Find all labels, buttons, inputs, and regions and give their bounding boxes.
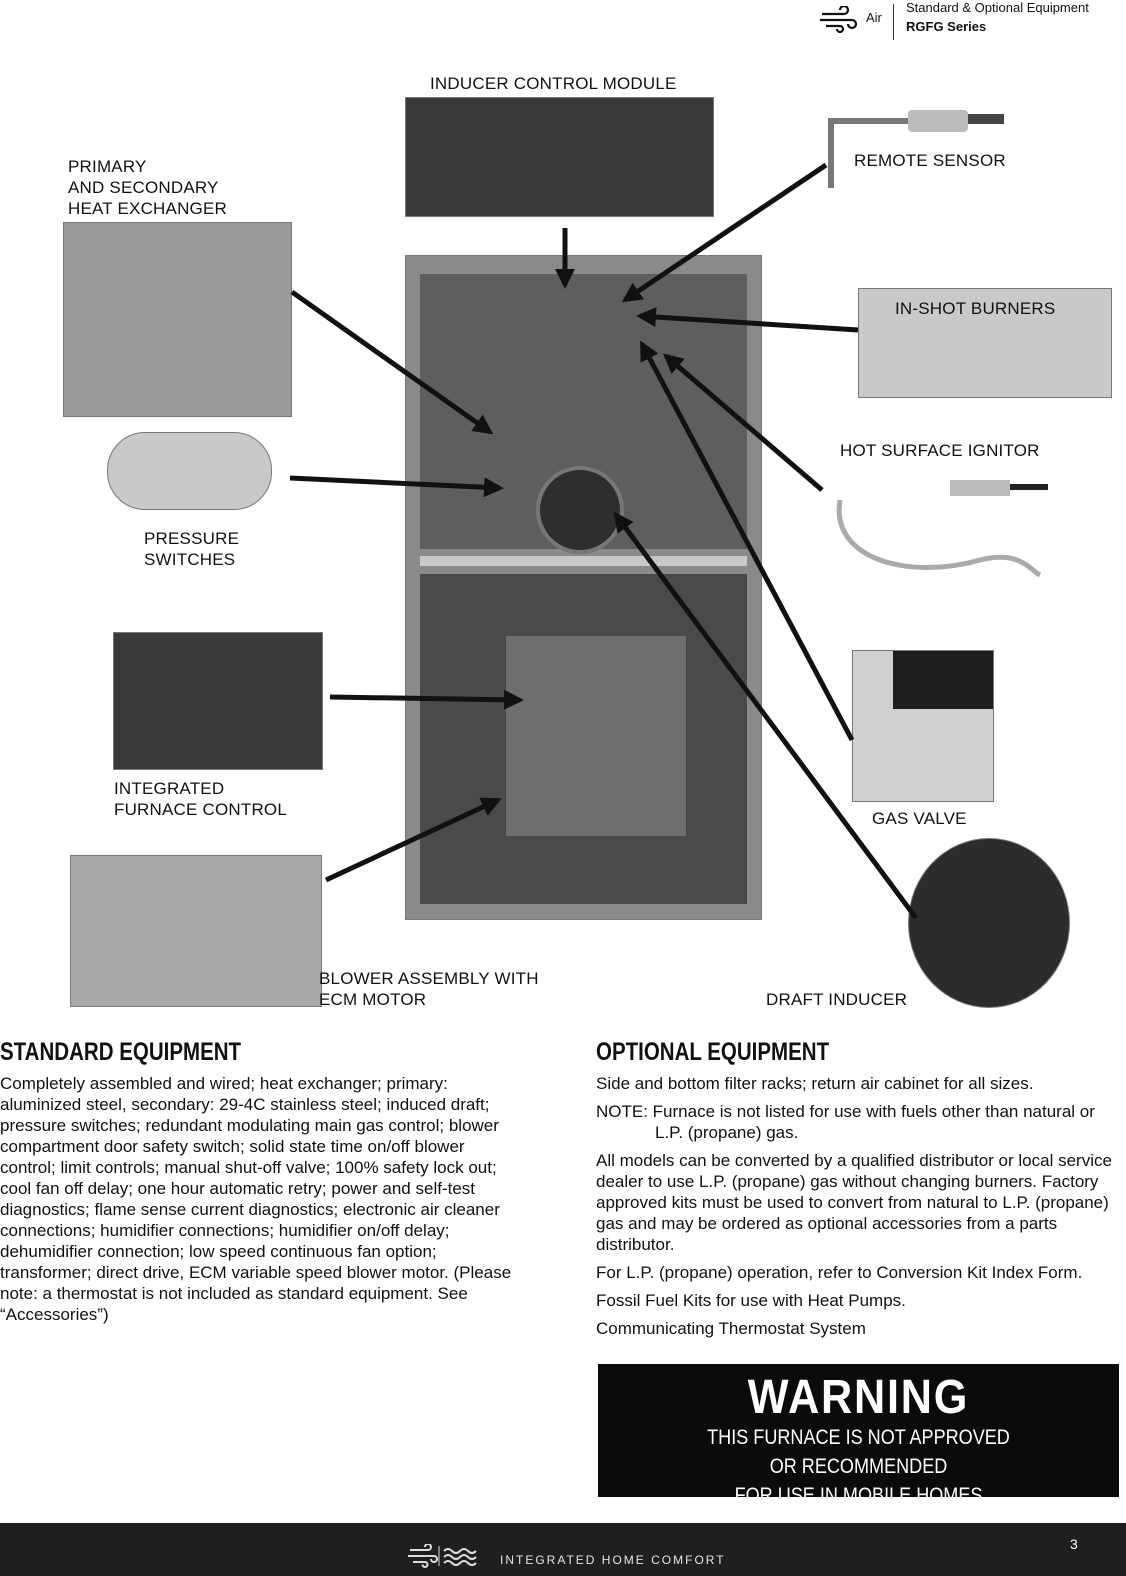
air-water-icon: [408, 1544, 477, 1568]
optional-p1: Side and bottom filter racks; return air…: [596, 1074, 1034, 1093]
inshot-burners-photo: [858, 288, 1112, 398]
footer-brand: INTEGRATED HOME COMFORT: [500, 1553, 726, 1567]
footer-bar: [0, 1523, 1126, 1576]
label-integrated-furnace-control: INTEGRATED FURNACE CONTROL: [114, 779, 288, 819]
page-number: 3: [1070, 1536, 1078, 1552]
optional-equipment-body: Side and bottom filter racks; return air…: [596, 1073, 1122, 1346]
integrated-furnace-control-photo: [113, 632, 323, 770]
inducer-control-module-photo: [405, 97, 714, 217]
optional-note: NOTE: Furnace is not listed for use with…: [596, 1102, 1095, 1142]
blower-assembly-photo: [70, 855, 322, 1007]
standard-equipment-text: Completely assembled and wired; heat exc…: [0, 1074, 512, 1324]
pressure-switches-photo: [107, 432, 272, 510]
warning-box: WARNING THIS FURNACE IS NOT APPROVED OR …: [598, 1364, 1119, 1507]
label-gas-valve: GAS VALVE: [872, 809, 967, 828]
label-remote-sensor: REMOTE SENSOR: [854, 151, 1006, 170]
optional-p2: All models can be converted by a qualifi…: [596, 1151, 1112, 1254]
label-pressure-switches: PRESSURE SWITCHES: [144, 529, 240, 569]
standard-equipment-heading: STANDARD EQUIPMENT: [0, 1038, 242, 1066]
heat-exchanger-photo: [63, 222, 292, 417]
remote-sensor-photo: [826, 104, 1016, 188]
air-icon: [820, 6, 858, 34]
label-blower-assembly: BLOWER ASSEMBLY WITH ECM MOTOR: [319, 969, 539, 1009]
furnace-photo: [405, 255, 762, 920]
warning-line-2: OR RECOMMENDED: [769, 1455, 948, 1478]
standard-equipment-body: Completely assembled and wired; heat exc…: [0, 1073, 515, 1332]
label-draft-inducer: DRAFT INDUCER: [766, 990, 908, 1009]
label-inducer-control-module: INDUCER CONTROL MODULE: [430, 74, 677, 93]
draft-inducer-photo: [908, 838, 1070, 1008]
label-hot-surface-ignitor: HOT SURFACE IGNITOR: [840, 441, 1040, 460]
header-series: RGFG Series: [906, 19, 987, 34]
pointer-arrows: [289, 162, 919, 920]
warning-text: THIS FURNACE IS NOT APPROVED OR RECOMMEN…: [634, 1423, 1082, 1510]
header-air-label: Air: [866, 10, 882, 25]
warning-line-3: FOR USE IN MOBILE HOMES: [734, 1484, 983, 1507]
label-heat-exchanger: PRIMARY AND SECONDARY HEAT EXCHANGER: [68, 157, 227, 218]
optional-p5: Communicating Thermostat System: [596, 1319, 866, 1338]
gas-valve-photo: [852, 650, 994, 802]
label-inshot-burners: IN-SHOT BURNERS: [895, 299, 1056, 318]
optional-p3: For L.P. (propane) operation, refer to C…: [596, 1263, 1083, 1282]
warning-line-1: THIS FURNACE IS NOT APPROVED: [707, 1426, 1010, 1449]
optional-p4: Fossil Fuel Kits for use with Heat Pumps…: [596, 1291, 906, 1310]
header-divider: [893, 4, 894, 40]
hot-surface-ignitor-photo: [830, 470, 1050, 585]
optional-equipment-heading: OPTIONAL EQUIPMENT: [596, 1038, 830, 1066]
header-title: Standard & Optional Equipment: [906, 0, 1089, 15]
warning-title: WARNING: [747, 1371, 970, 1424]
